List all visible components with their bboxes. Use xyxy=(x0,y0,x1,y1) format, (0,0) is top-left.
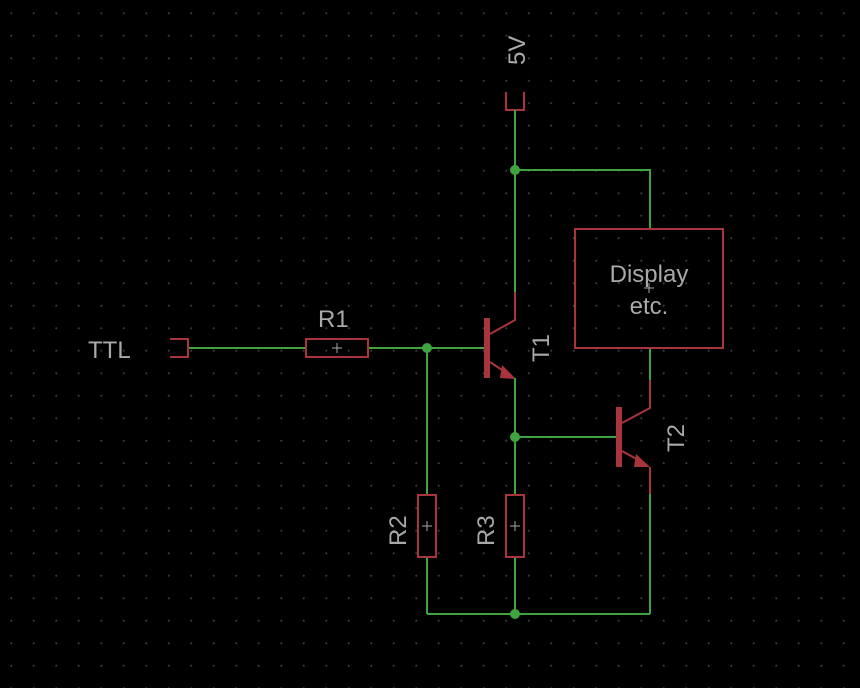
resistor-r3-body xyxy=(505,494,525,558)
resistor-r1-label: R1 xyxy=(318,306,349,333)
transistor-t1-label: T1 xyxy=(528,334,555,362)
transistor-t1-emitter-arrow-icon xyxy=(500,365,516,379)
transistor-t2-collector xyxy=(621,380,651,424)
junctions xyxy=(422,165,520,619)
supply-pin-icon xyxy=(505,92,525,111)
resistor-r1-body xyxy=(305,338,369,358)
junction-dot xyxy=(510,609,520,619)
resistor-r2 xyxy=(417,494,437,558)
display-load-box xyxy=(574,228,724,349)
transistor-t2 xyxy=(616,380,651,494)
transistor-t1 xyxy=(484,292,516,379)
transistor-t1-base-bar xyxy=(484,318,490,378)
resistor-r3 xyxy=(505,494,525,558)
display-load-label-line1: Display xyxy=(610,261,689,288)
display-load xyxy=(574,228,724,349)
input-label: TTL xyxy=(88,337,131,364)
transistor-t2-label: T2 xyxy=(663,424,690,452)
resistor-r1 xyxy=(305,338,369,358)
junction-dot xyxy=(510,165,520,175)
resistor-r2-label: R2 xyxy=(385,515,412,546)
input-pin-icon xyxy=(170,338,189,358)
resistor-r2-body xyxy=(417,494,437,558)
transistor-t1-collector xyxy=(489,292,516,335)
transistor-t2-emitter-arrow-icon xyxy=(634,454,650,467)
supply-label: 5V xyxy=(504,36,531,65)
display-load-label-line2: etc. xyxy=(630,293,669,320)
wire-supply-to-load xyxy=(515,169,651,228)
junction-dot xyxy=(422,343,432,353)
resistor-r3-label: R3 xyxy=(473,515,500,546)
supply-connector xyxy=(505,92,525,112)
transistor-t2-base-bar xyxy=(616,407,622,467)
input-connector xyxy=(170,338,189,358)
junction-dot xyxy=(510,432,520,442)
